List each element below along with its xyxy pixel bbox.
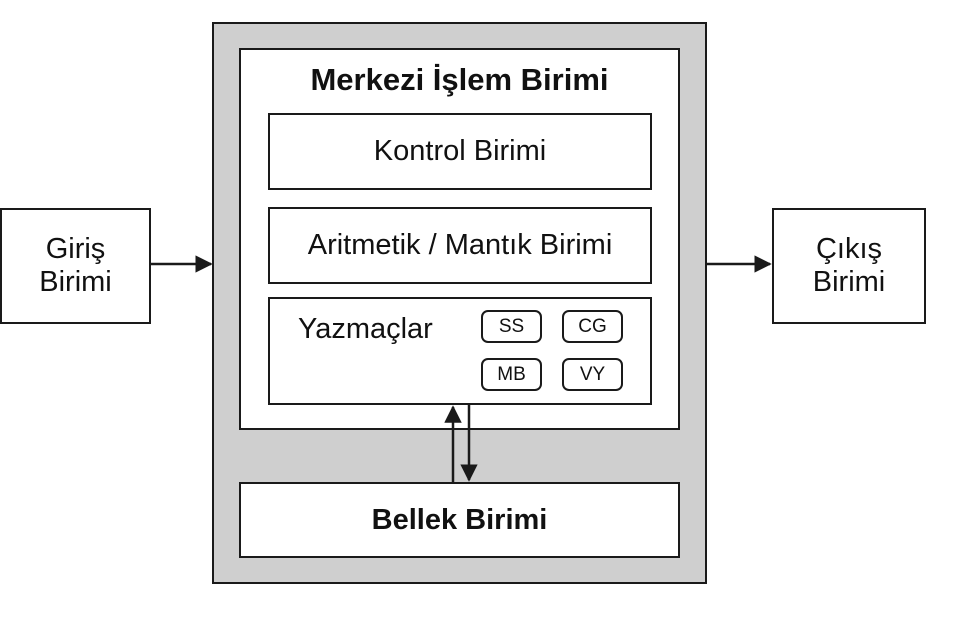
input-unit-label-line2: Birimi [39, 266, 112, 298]
control-unit-box: Kontrol Birimi [268, 113, 652, 190]
input-unit-box: Giriş Birimi [0, 208, 151, 324]
alu-box: Aritmetik / Mantık Birimi [268, 207, 652, 284]
register-mb: MB [481, 358, 542, 391]
registers-title: Yazmaçlar [298, 313, 433, 345]
memory-unit-label: Bellek Birimi [371, 503, 548, 536]
alu-label: Aritmetik / Mantık Birimi [307, 229, 613, 261]
register-cg: CG [562, 310, 623, 343]
output-unit-box: Çıkış Birimi [772, 208, 926, 324]
register-ss: SS [481, 310, 542, 343]
register-vy: VY [562, 358, 623, 391]
output-unit-label-line1: Çıkış [815, 232, 883, 265]
input-unit-label-line1: Giriş [45, 232, 106, 265]
output-unit-label-line2: Birimi [812, 266, 886, 298]
cpu-title: Merkezi İşlem Birimi [310, 62, 609, 97]
memory-unit-box: Bellek Birimi [239, 482, 680, 558]
control-unit-label: Kontrol Birimi [373, 135, 547, 167]
